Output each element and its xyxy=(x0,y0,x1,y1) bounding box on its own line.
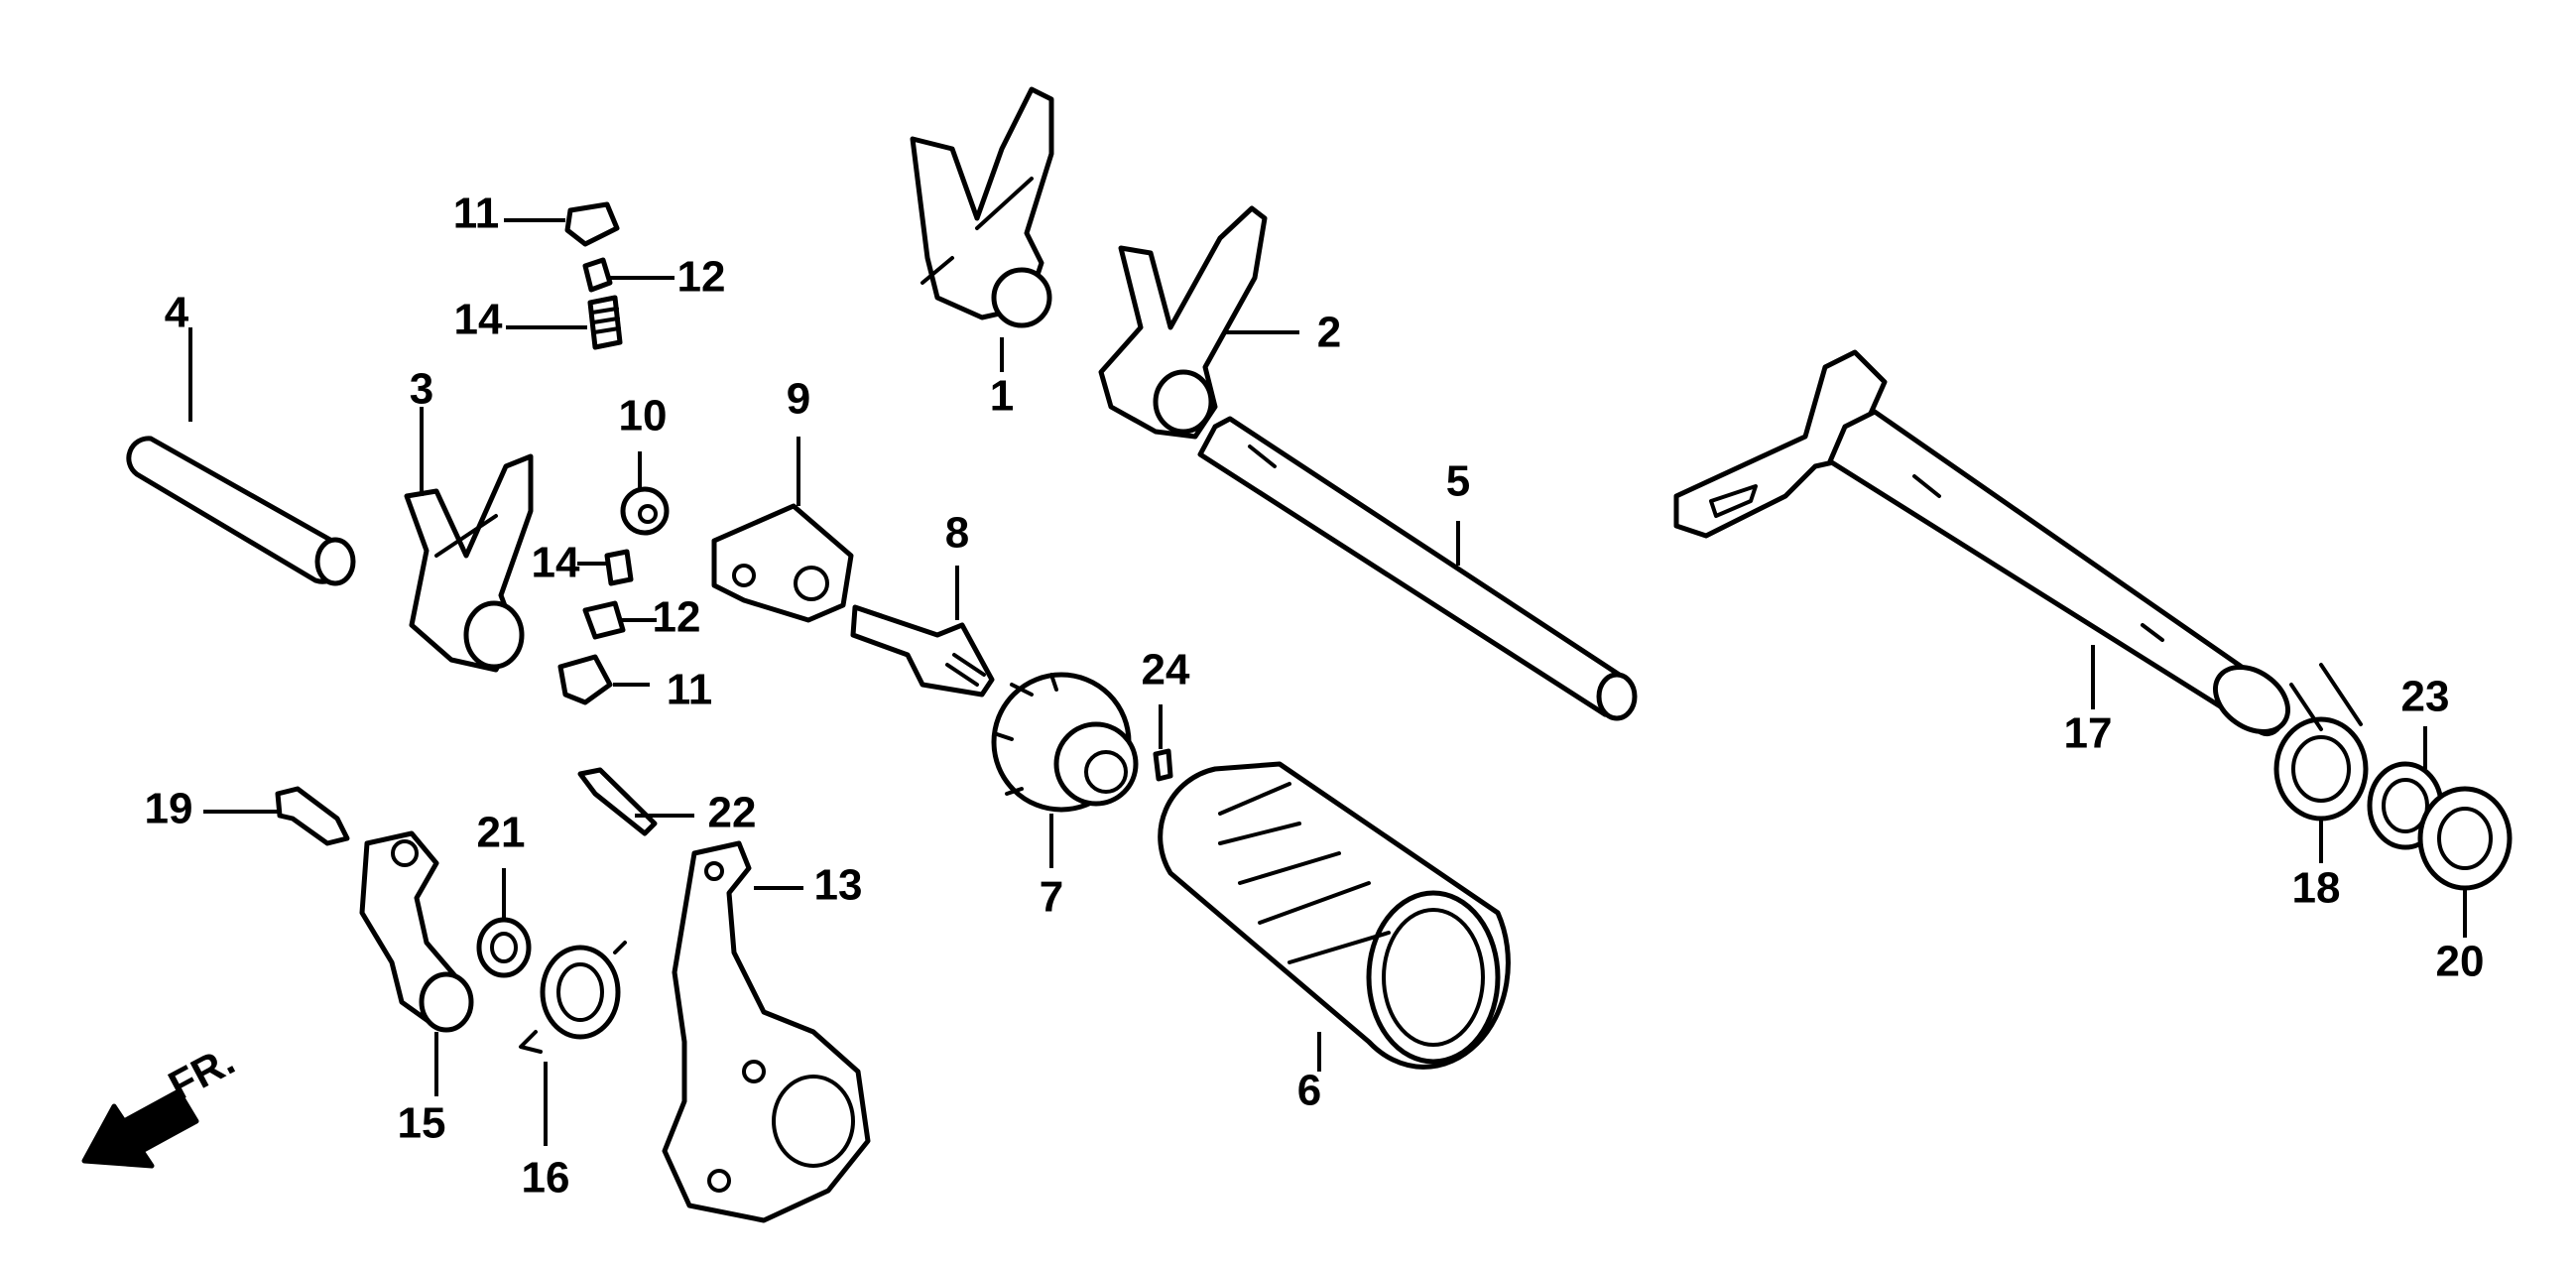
part-12-middle-pin xyxy=(582,600,626,640)
part-20-washer xyxy=(2417,786,2513,891)
label-4: 4 xyxy=(165,289,189,337)
label-23: 23 xyxy=(2401,673,2450,721)
label-24: 24 xyxy=(1142,646,1190,695)
part-24-dowel-pin xyxy=(1153,748,1173,782)
label-14-top: 14 xyxy=(454,296,503,344)
part-2-shift-fork xyxy=(1098,205,1268,440)
label-15: 15 xyxy=(398,1099,446,1148)
label-11-lower: 11 xyxy=(667,666,713,714)
part-11-top-cap xyxy=(564,201,620,247)
label-13: 13 xyxy=(814,861,863,910)
part-5-shift-fork-shaft xyxy=(1197,416,1638,721)
label-2: 2 xyxy=(1317,309,1341,357)
front-arrow-icon xyxy=(81,1088,199,1169)
leader-lines xyxy=(188,218,2467,1146)
part-3-shift-fork xyxy=(404,453,534,673)
part-1-shift-fork xyxy=(910,86,1054,328)
label-10: 10 xyxy=(619,392,668,441)
part-13-guide-plate xyxy=(662,840,871,1223)
label-9: 9 xyxy=(787,375,810,424)
part-19-bolt xyxy=(275,786,350,846)
part-4-shift-fork-shaft xyxy=(126,436,356,586)
label-5: 5 xyxy=(1446,457,1470,506)
label-21: 21 xyxy=(477,809,526,857)
part-12-top-pin xyxy=(582,257,613,293)
label-7: 7 xyxy=(1040,873,1063,922)
label-22: 22 xyxy=(708,789,757,837)
label-11-top: 11 xyxy=(453,190,500,238)
part-number-labels: 1 2 3 4 5 6 7 8 9 10 11 11 12 12 13 14 1… xyxy=(145,190,2485,1203)
part-17-gearshift-spindle xyxy=(1673,349,2290,737)
front-direction-indicator: FR. xyxy=(81,1037,242,1169)
label-12-middle: 12 xyxy=(653,593,701,642)
label-20: 20 xyxy=(2436,938,2485,986)
part-15-drum-stopper-arm xyxy=(359,830,474,1033)
part-18-spindle-return-spring xyxy=(2273,663,2369,822)
label-8: 8 xyxy=(945,509,969,558)
part-6-shift-drum xyxy=(1158,761,1511,1070)
part-8-special-bolt xyxy=(850,604,995,698)
label-16: 16 xyxy=(522,1154,570,1203)
part-11-lower-cap xyxy=(557,654,613,705)
label-12-top: 12 xyxy=(677,253,726,302)
label-18: 18 xyxy=(2292,864,2341,913)
label-1: 1 xyxy=(990,372,1014,421)
label-17: 17 xyxy=(2064,709,2113,758)
label-6: 6 xyxy=(1297,1067,1321,1115)
label-14-middle: 14 xyxy=(532,539,580,587)
part-16-return-spring xyxy=(519,941,627,1054)
label-19: 19 xyxy=(145,785,193,833)
part-14-middle-spring xyxy=(604,549,634,586)
label-3: 3 xyxy=(410,365,433,414)
part-9-drum-center xyxy=(711,503,854,623)
part-7-shift-drum-cam xyxy=(991,672,1139,813)
part-21-washer xyxy=(476,917,532,978)
part-10-bolt-cap xyxy=(620,486,670,536)
part-14-top-spring xyxy=(587,295,623,350)
part-22-bolt xyxy=(577,767,658,836)
